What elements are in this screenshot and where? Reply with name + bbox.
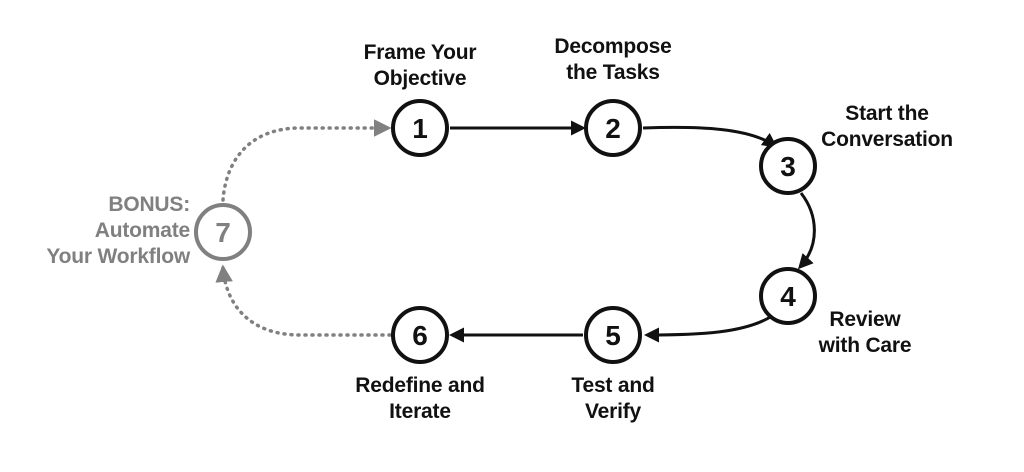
step-3-label-line1: Start the xyxy=(845,102,929,125)
step-4-label: Review with Care xyxy=(819,307,912,359)
step-1-number: 1 xyxy=(412,113,428,144)
connector-7-1 xyxy=(221,119,392,202)
step-7-label-line1: BONUS: xyxy=(108,193,190,216)
step-3-label-line2: Conversation xyxy=(821,128,953,151)
step-4-number: 4 xyxy=(780,281,796,312)
step-3-node: 3 xyxy=(759,137,817,195)
step-1-label-line2: Objective xyxy=(373,67,467,90)
step-7-label: BONUS: Automate Your Workflow xyxy=(46,192,190,270)
step-7-label-line3: Your Workflow xyxy=(46,245,190,268)
connector-6-7 xyxy=(215,264,392,337)
step-2-number: 2 xyxy=(605,113,621,144)
step-5-node: 5 xyxy=(584,306,642,364)
step-4-label-line1: Review xyxy=(829,308,901,331)
step-1-label-line1: Frame Your xyxy=(363,41,477,64)
step-2-label-line2: the Tasks xyxy=(566,61,660,84)
step-5-label: Test and Verify xyxy=(571,373,654,425)
step-5-label-line2: Verify xyxy=(584,400,642,423)
step-2-label: Decompose the Tasks xyxy=(554,34,671,86)
step-6-number: 6 xyxy=(412,320,428,351)
step-2-label-line1: Decompose xyxy=(554,35,672,58)
step-1-label: Frame Your Objective xyxy=(364,40,477,92)
step-7-label-line2: Automate xyxy=(94,219,190,242)
step-5-label-line1: Test and xyxy=(571,374,655,397)
connector-2-3 xyxy=(642,125,778,148)
step-7-number: 7 xyxy=(215,217,231,248)
step-2-node: 2 xyxy=(584,99,642,157)
step-3-number: 3 xyxy=(780,151,796,182)
step-7-node: 7 xyxy=(194,203,252,261)
step-1-node: 1 xyxy=(391,99,449,157)
step-6-label-line2: Iterate xyxy=(389,400,451,423)
step-4-label-line2: with Care xyxy=(818,334,912,357)
step-6-label: Redefine and Iterate xyxy=(355,373,485,425)
connector-3-4 xyxy=(797,192,816,270)
step-6-label-line1: Redefine and xyxy=(355,374,485,397)
connector-4-5 xyxy=(644,314,773,343)
step-6-node: 6 xyxy=(391,306,449,364)
step-4-node: 4 xyxy=(759,267,817,325)
step-3-label: Start the Conversation xyxy=(821,101,953,153)
step-5-number: 5 xyxy=(605,320,621,351)
